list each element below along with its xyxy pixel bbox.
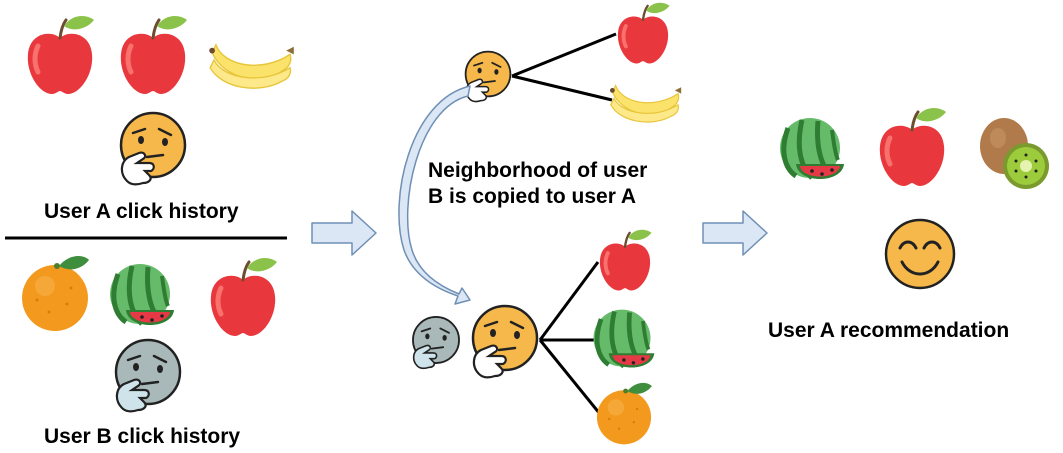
neighbor-graph-top	[464, 0, 682, 123]
edge	[511, 32, 617, 78]
thinking-face-icon	[119, 111, 187, 186]
edge	[538, 261, 600, 341]
user-a-recommendation	[780, 108, 1049, 290]
user-b-history	[22, 256, 277, 413]
thinking-face-icon	[114, 338, 182, 413]
banana-icon	[208, 44, 295, 89]
edge	[538, 339, 602, 415]
neighborhood-label-line-1: Neighborhood of user	[428, 159, 648, 182]
user-a-history	[28, 16, 295, 186]
arrow-right-icon	[702, 210, 768, 256]
apple-icon	[597, 227, 654, 293]
neighborhood-label-line-2: B is copied to user A	[428, 185, 637, 208]
orange-icon	[596, 382, 652, 445]
kiwi-icon	[980, 118, 1049, 189]
apple-icon	[211, 258, 277, 336]
user-b-history-label: User B click history	[44, 425, 241, 448]
user-a-history-label: User A click history	[44, 200, 239, 223]
copy-arrow	[398, 85, 471, 305]
watermelon-icon	[780, 118, 844, 179]
apple-icon	[880, 108, 946, 186]
apple-icon	[121, 16, 187, 94]
neighbor-graph-bottom	[412, 227, 655, 445]
thinking-face-icon	[471, 304, 539, 379]
neighborhood-copy-label: Neighborhood of user B is copied to user…	[428, 158, 688, 210]
orange-icon	[22, 256, 89, 331]
apple-icon	[615, 0, 672, 66]
recommendation-label: User A recommendation	[768, 319, 1010, 342]
arrow-right-icon	[311, 210, 377, 256]
watermelon-icon	[110, 264, 174, 325]
thinking-face-icon	[464, 50, 512, 103]
thinking-face-icon	[412, 316, 460, 370]
smiling-face-icon	[884, 218, 956, 290]
apple-icon	[28, 16, 94, 94]
edge	[511, 74, 613, 102]
banana-icon	[609, 84, 682, 123]
watermelon-icon	[594, 310, 655, 368]
